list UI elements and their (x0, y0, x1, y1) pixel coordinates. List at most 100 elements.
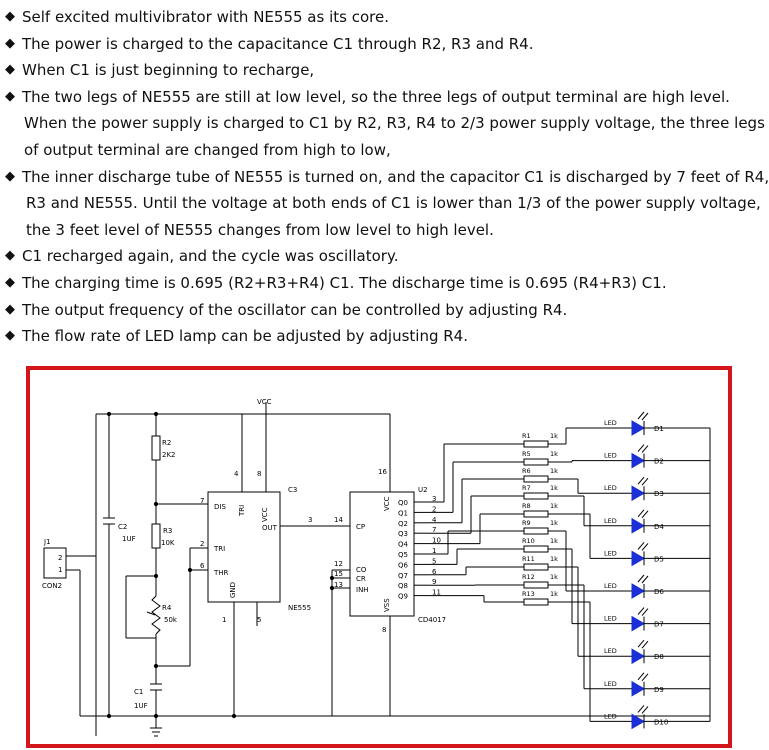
ne555-pin-3: 3 (308, 516, 312, 524)
ne555-pin-2: 2 (200, 540, 204, 548)
led-icon (631, 615, 645, 632)
led-ref-label: D3 (654, 490, 664, 498)
ne555-pin-thr-label: THR (213, 569, 229, 577)
c2-value: 1UF (122, 535, 136, 543)
cd4017-output-label: Q9 (398, 593, 408, 601)
connector-ref: J1 (43, 538, 51, 546)
junction-dot (106, 411, 112, 417)
led-light-arrow-icon (641, 445, 649, 453)
resistor-ref-label: R1 (522, 432, 531, 440)
description-line-text: the 3 feet level of NE555 changes from l… (26, 220, 494, 239)
ne555-pin-7: 7 (200, 497, 204, 505)
cd4017-pin-15: 15 (334, 570, 343, 578)
cd4017-pin-vss-label: VSS (383, 598, 391, 612)
junction-dot (106, 713, 112, 719)
led-type-label: LED (604, 484, 617, 492)
ne555-pin-4: 4 (234, 470, 239, 478)
cd4017-output-label: Q3 (398, 530, 408, 538)
resistor-output (523, 510, 549, 518)
led-icon (631, 517, 645, 534)
bullet-diamond-icon: ◆ (5, 168, 15, 184)
led-ref-label: D9 (654, 686, 664, 694)
resistor-output (523, 475, 549, 483)
resistor-output (523, 458, 549, 466)
description-line-text: The inner discharge tube of NE555 is tur… (22, 167, 769, 186)
led-light-arrow-icon (637, 607, 645, 615)
description-line-text: The flow rate of LED lamp can be adjuste… (22, 327, 468, 346)
resistor-output (523, 527, 549, 535)
cd4017-pin-13: 13 (334, 581, 343, 589)
led-icon (631, 680, 645, 697)
bullet-diamond-icon: ◆ (5, 88, 15, 104)
junction-dot (153, 573, 159, 579)
junction-dot (153, 501, 159, 507)
r3-ref: R3 (163, 527, 172, 535)
led-icon (631, 452, 645, 469)
led-light-arrow-icon (637, 411, 645, 420)
resistor-ref-label: R6 (522, 467, 531, 475)
c3-ref: C3 (288, 486, 297, 494)
ne555-name: NE555 (288, 604, 311, 612)
led-type-label: LED (604, 582, 617, 590)
ne555-pin-vcc-label: VCC (261, 507, 269, 522)
connector-pin-1: 1 (58, 566, 62, 574)
led-light-arrow-icon (641, 640, 649, 649)
bullet-diamond-icon: ◆ (5, 328, 15, 344)
cd4017-pin-14: 14 (334, 516, 343, 524)
resistor-ref-label: R7 (522, 484, 531, 492)
description-line: R3 and NE555. Until the voltage at both … (0, 190, 761, 217)
resistor-value-label: 1k (550, 484, 558, 492)
ne555-pin-tri-top-label: TRI (238, 505, 246, 517)
ne555-pin-dis-label: DIS (214, 503, 226, 511)
led-light-arrow-icon (637, 542, 645, 550)
cd4017-ref: U2 (418, 486, 428, 494)
description-line-text: When the power supply is charged to C1 b… (24, 114, 765, 133)
cd4017-output-label: Q7 (398, 572, 408, 580)
description-line: ◆ The inner discharge tube of NE555 is tu… (0, 164, 769, 191)
description-line: ◆The charging time is 0.695 (R2+R3+R4) C… (0, 270, 750, 297)
r4-value: 50k (164, 616, 178, 624)
junction-dot (329, 575, 335, 581)
cd4017-output-label: Q0 (398, 499, 408, 507)
description-line-text: The two legs of NE555 are still at low l… (22, 87, 730, 106)
led-type-label: LED (604, 452, 617, 460)
led-ref-label: D8 (654, 653, 664, 661)
r4-ref: R4 (162, 604, 172, 612)
resistor-ref-label: R5 (522, 450, 531, 458)
resistor-value-label: 1k (550, 432, 558, 440)
resistor-value-label: 1k (550, 450, 558, 458)
cd4017-chip (349, 491, 415, 617)
bullet-diamond-icon: ◆ (5, 35, 15, 51)
led-ref-label: D6 (654, 588, 664, 596)
ne555-pin-1: 1 (222, 616, 226, 624)
resistor-output (523, 598, 549, 606)
potentiometer-wiper (146, 611, 156, 616)
led-ref-label: D1 (654, 425, 664, 433)
bullet-diamond-icon: ◆ (5, 301, 15, 317)
potentiometer-r4 (151, 595, 161, 635)
cd4017-output-pin-number: 10 (432, 537, 441, 545)
led-ref-label: D5 (654, 555, 664, 563)
led-light-arrow-icon (641, 543, 649, 551)
r3-value: 10K (161, 539, 175, 547)
led-light-arrow-icon (637, 672, 645, 681)
junction-dot (153, 411, 159, 417)
description-line-text: The power is charged to the capacitance … (22, 34, 534, 53)
c1-value: 1UF (134, 702, 148, 710)
led-type-label: LED (604, 549, 617, 557)
ne555-pin-8: 8 (257, 470, 261, 478)
resistor-ref-label: R8 (522, 502, 531, 510)
resistor-value-label: 1k (550, 519, 558, 527)
ne555-pin-gnd-label: GND (229, 582, 237, 598)
cd4017-output-pin-number: 6 (432, 568, 437, 576)
resistor-value-label: 1k (550, 502, 558, 510)
description-line-text: R3 and NE555. Until the voltage at both … (26, 194, 761, 213)
led-light-arrow-icon (641, 575, 649, 584)
led-icon (631, 485, 645, 502)
junction-dot (187, 567, 193, 573)
description-line-text: When C1 is just beginning to recharge, (22, 61, 315, 80)
cd4017-output-pin-number: 11 (432, 589, 441, 597)
cd4017-pin-cp-label: CP (356, 523, 365, 531)
led-icon (631, 550, 645, 567)
resistor-ref-label: R12 (522, 573, 535, 581)
